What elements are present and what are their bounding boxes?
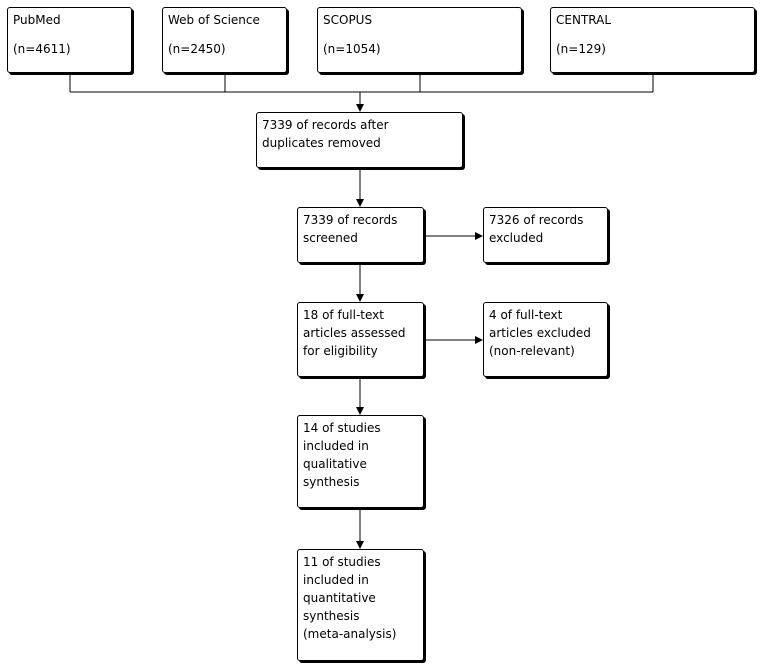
source-central: CENTRAL (n=129) — [550, 7, 755, 73]
source-name: Web of Science — [168, 13, 260, 27]
box-line: 11 of studies — [303, 555, 381, 569]
source-name: CENTRAL — [556, 13, 612, 27]
box-line: 7326 of records — [489, 213, 584, 227]
box-line: excluded — [489, 231, 544, 245]
records-excluded-box: 7326 of records excluded — [483, 207, 608, 263]
source-web-of-science: Web of Science (n=2450) — [162, 7, 287, 73]
qualitative-synthesis-box: 14 of studies included in qualitative sy… — [297, 415, 424, 508]
box-line: 4 of full-text — [489, 308, 563, 322]
box-line: 7339 of records after — [262, 118, 389, 132]
box-line: articles excluded — [489, 326, 591, 340]
box-line: included in — [303, 439, 369, 453]
box-line: screened — [303, 231, 358, 245]
box-line: articles assessed — [303, 326, 406, 340]
box-line: included in — [303, 573, 369, 587]
box-line: quantitative — [303, 591, 376, 605]
box-line: for eligibility — [303, 344, 378, 358]
source-pubmed: PubMed (n=4611) — [7, 7, 132, 73]
box-line: synthesis — [303, 609, 360, 623]
box-line: 18 of full-text — [303, 308, 384, 322]
box-line: synthesis — [303, 475, 360, 489]
box-line: duplicates removed — [262, 136, 381, 150]
box-line: (non-relevant) — [489, 344, 575, 358]
box-line: 14 of studies — [303, 421, 381, 435]
quantitative-synthesis-box: 11 of studies included in quantitative s… — [297, 549, 424, 661]
records-after-duplicates-box: 7339 of records after duplicates removed — [256, 112, 463, 168]
box-line: qualitative — [303, 457, 367, 471]
source-count: (n=129) — [556, 42, 606, 56]
source-name: PubMed — [13, 13, 61, 27]
source-scopus: SCOPUS (n=1054) — [317, 7, 522, 73]
source-count: (n=1054) — [323, 42, 381, 56]
box-line: 7339 of records — [303, 213, 398, 227]
records-screened-box: 7339 of records screened — [297, 207, 424, 263]
full-text-assessed-box: 18 of full-text articles assessed for el… — [297, 302, 424, 377]
full-text-excluded-box: 4 of full-text articles excluded (non-re… — [483, 302, 608, 377]
source-name: SCOPUS — [323, 13, 373, 27]
source-count: (n=2450) — [168, 42, 226, 56]
source-count: (n=4611) — [13, 42, 71, 56]
box-line: (meta-analysis) — [303, 627, 397, 641]
